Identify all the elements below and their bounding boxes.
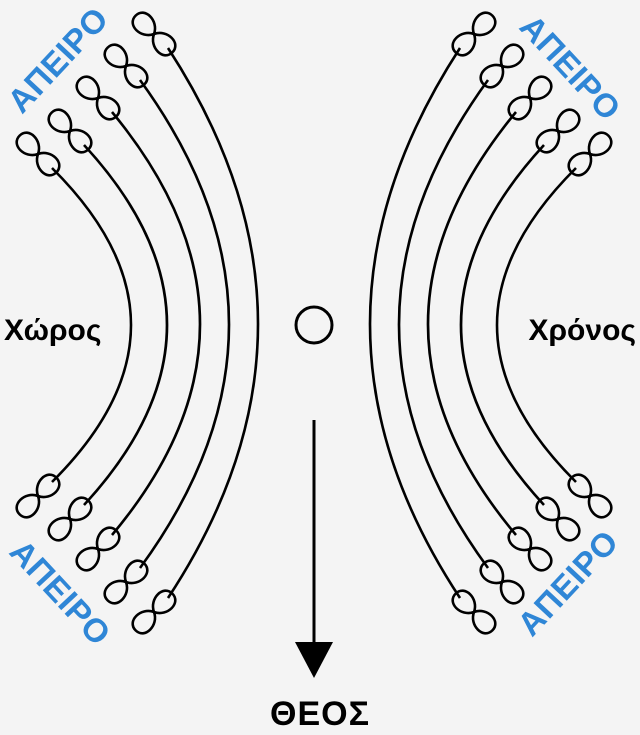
center-circle <box>294 305 334 345</box>
god-label: ΘΕΟΣ <box>270 695 370 733</box>
space-arc <box>83 144 169 506</box>
infinity-icon <box>507 526 553 572</box>
space-arc <box>110 111 202 536</box>
infinity-icon <box>535 108 581 154</box>
infinity-icon <box>567 473 613 519</box>
infinity-icon <box>47 108 93 154</box>
infinity-icon <box>451 11 497 57</box>
infinity-icon <box>75 75 121 121</box>
infinity-icon <box>75 526 121 572</box>
time-arcs <box>368 47 577 599</box>
space-arc <box>166 47 260 599</box>
time-arc <box>368 47 462 599</box>
infinity-icon <box>479 559 525 605</box>
infinity-icon <box>103 43 149 89</box>
infinity-icon <box>103 559 149 605</box>
time-label: Χρόνος <box>528 314 636 347</box>
infinity-icon <box>131 11 177 57</box>
infinity-icon <box>131 589 177 635</box>
down-arrow-icon <box>295 420 333 678</box>
infinity-icon <box>15 473 61 519</box>
infinity-icon <box>535 496 581 542</box>
infinity-icon <box>47 496 93 542</box>
infinity-symbols <box>15 11 613 635</box>
time-arc <box>495 167 577 483</box>
infinity-icon <box>567 131 613 177</box>
time-arc <box>459 144 545 506</box>
infinity-icon <box>451 589 497 635</box>
infinity-icon <box>15 131 61 177</box>
infinity-icon <box>479 43 525 89</box>
space-arc <box>138 79 231 569</box>
time-arc <box>397 79 490 569</box>
space-label: Χώρος <box>4 314 101 347</box>
time-arc <box>426 111 518 536</box>
infinity-icon <box>507 75 553 121</box>
space-arc <box>51 167 133 483</box>
space-arcs <box>51 47 260 599</box>
